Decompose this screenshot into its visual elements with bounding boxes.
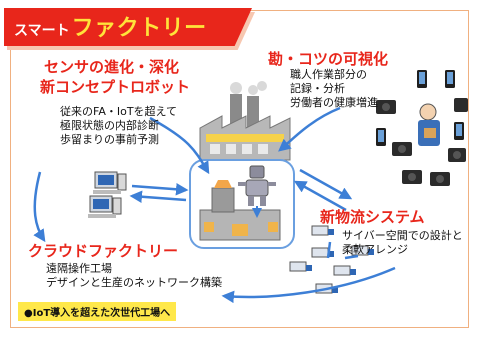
sensor-description: 従来のFA・IoTを超えて 極限状態の内部診断 歩留まりの事前予測	[60, 105, 177, 147]
sensor-heading-line2: 新コンセプトロボット	[40, 78, 191, 96]
page-title: スマート ファクトリー	[14, 10, 207, 44]
cloud-description: 遠隔操作工場 デザインと生産のネットワーク構築	[46, 262, 222, 290]
title-banner	[4, 8, 252, 46]
sensor-heading-line1: センサの進化・深化	[44, 58, 180, 76]
factory-icon	[199, 81, 291, 161]
machine-icon	[199, 180, 281, 241]
flow-arrows	[33, 106, 396, 304]
kan-heading: 勘・コツの可視化	[268, 50, 389, 68]
computers-icon	[88, 171, 127, 218]
logistics-heading: 新物流システム	[320, 208, 425, 226]
kan-line: 記録・分析	[290, 82, 345, 95]
title-main: ファクトリー	[71, 16, 207, 41]
cloud-heading: クラウドファクトリー	[28, 242, 179, 260]
sensor-line: 従来のFA・IoTを超えて	[60, 105, 177, 118]
logistics-line: 柔軟アレンジ	[342, 243, 408, 256]
kan-line: 労働者の健康増進	[290, 96, 378, 109]
logistics-line: サイバー空間での設計と	[342, 229, 463, 242]
robot-icon	[238, 165, 276, 218]
worker-icon	[418, 103, 440, 146]
kan-description: 職人作業部分の 記録・分析 労働者の健康増進	[290, 68, 378, 110]
kan-line: 職人作業部分の	[290, 68, 367, 81]
title-prefix: スマート	[14, 23, 70, 39]
camera-icons	[376, 98, 468, 186]
logistics-description: サイバー空間での設計と 柔軟アレンジ	[342, 229, 463, 257]
next-gen-factory-label: ●IoT導入を超えた次世代工場へ	[18, 302, 177, 321]
cloud-line: デザインと生産のネットワーク構築	[46, 276, 222, 289]
smartphone-icons	[376, 70, 464, 146]
cloud-line: 遠隔操作工場	[46, 262, 112, 275]
sensor-line: 極限状態の内部診断	[60, 119, 159, 132]
sensor-line: 歩留まりの事前予測	[60, 133, 159, 146]
